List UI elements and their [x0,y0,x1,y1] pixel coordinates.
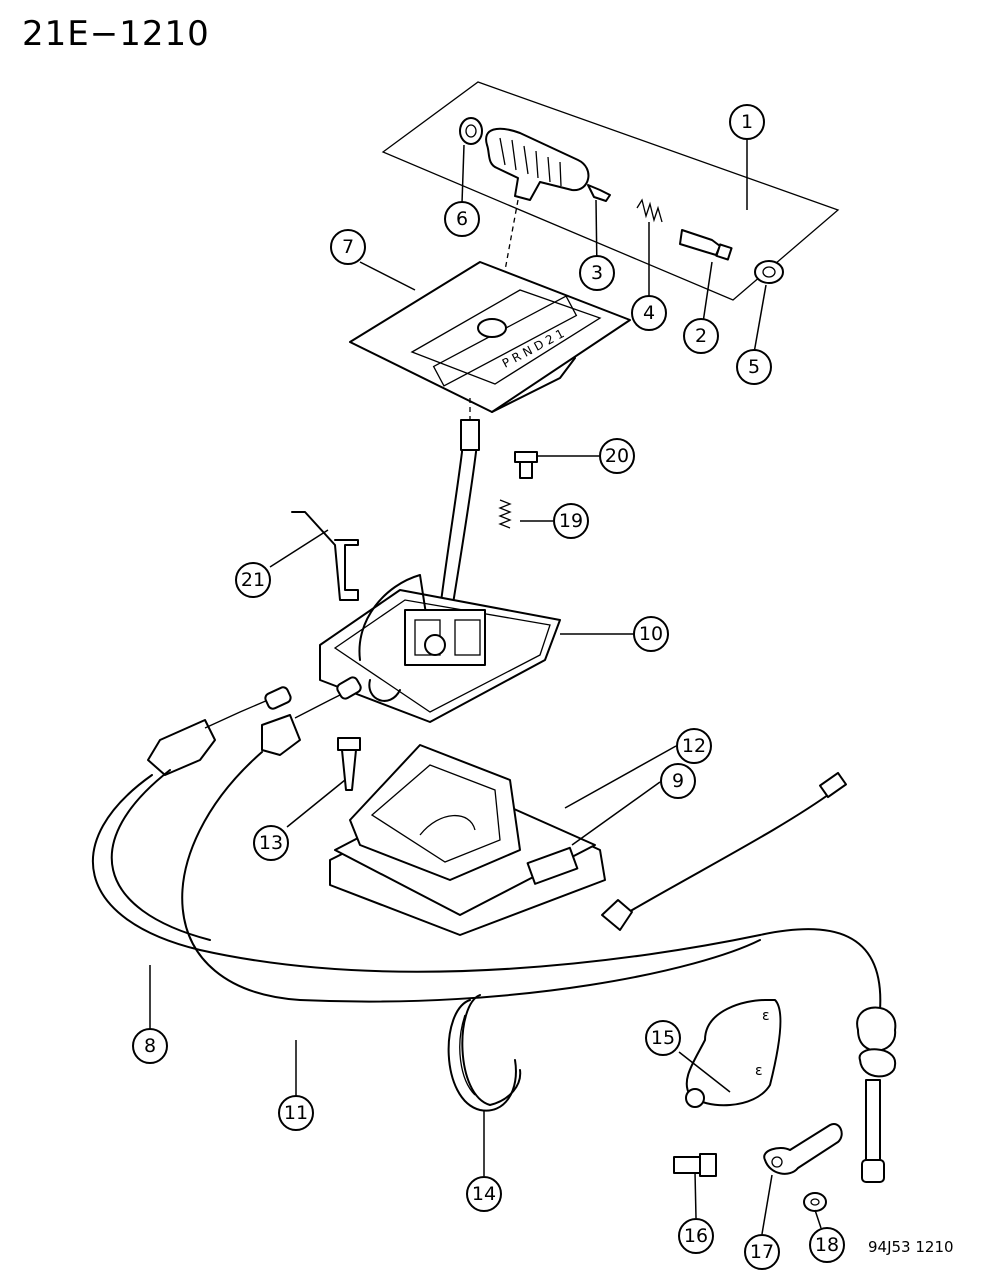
transmission-lever [763,1123,843,1175]
callout-9: 9 [660,763,696,799]
shifter-assembly [319,398,561,723]
cable-clamp [447,994,522,1112]
svg-text:2: 2 [695,325,707,347]
callout-16: 16 [678,1218,714,1254]
callout-15: 15 [645,1020,681,1056]
svg-text:ε: ε [755,1063,763,1079]
svg-text:14: 14 [472,1183,496,1205]
cable-bracket: ε ε [685,999,782,1108]
drawing-number: 94J53 1210 [868,1238,954,1256]
svg-text:3: 3 [591,262,603,284]
knob-kit-panel [381,81,840,331]
callout-12: 12 [676,728,712,764]
svg-text:12: 12 [682,735,706,757]
boot-and-plate [329,744,606,936]
callout-3: 3 [579,255,615,291]
callout-19: 19 [553,503,589,539]
callout-21: 21 [235,562,271,598]
svg-text:13: 13 [259,832,283,854]
callout-5: 5 [736,349,772,385]
bolt [514,451,538,479]
svg-text:10: 10 [639,623,663,645]
callout-8: 8 [132,1028,168,1064]
callout-4: 4 [631,295,667,331]
svg-text:4: 4 [643,302,655,324]
svg-text:ε: ε [762,1008,770,1024]
callout-10: 10 [633,616,669,652]
detent-spring [498,499,512,529]
callouts: 1 2 3 4 5 6 7 8 9 10 11 12 13 14 15 16 1… [132,104,845,1270]
retaining-clip [291,511,359,601]
diagram-code: 21E−1210 [22,14,210,54]
leader-lines [149,140,822,1235]
svg-text:17: 17 [750,1241,774,1263]
svg-text:9: 9 [672,770,684,792]
svg-text:5: 5 [748,356,760,378]
svg-text:15: 15 [651,1027,675,1049]
callout-20: 20 [599,438,635,474]
callout-6: 6 [444,201,480,237]
svg-text:20: 20 [605,445,629,467]
shift-cables [92,676,897,1183]
svg-text:16: 16 [684,1225,708,1247]
callout-13: 13 [253,825,289,861]
shift-bezel: P R N D 2 1 [349,261,631,413]
callout-1: 1 [729,104,765,140]
adjust-bolt [673,1153,717,1177]
callout-17: 17 [744,1234,780,1270]
callout-7: 7 [330,229,366,265]
svg-text:11: 11 [284,1102,308,1124]
mounting-bolt [337,737,361,791]
svg-text:21: 21 [241,569,265,591]
svg-text:18: 18 [815,1234,839,1256]
svg-text:7: 7 [342,236,354,258]
svg-text:19: 19 [559,510,583,532]
nut [803,1192,827,1212]
callout-18: 18 [809,1227,845,1263]
callout-11: 11 [278,1095,314,1131]
svg-text:1: 1 [741,111,753,133]
svg-text:8: 8 [144,1035,156,1057]
callout-14: 14 [466,1176,502,1212]
svg-text:6: 6 [456,208,468,230]
callout-2: 2 [683,318,719,354]
